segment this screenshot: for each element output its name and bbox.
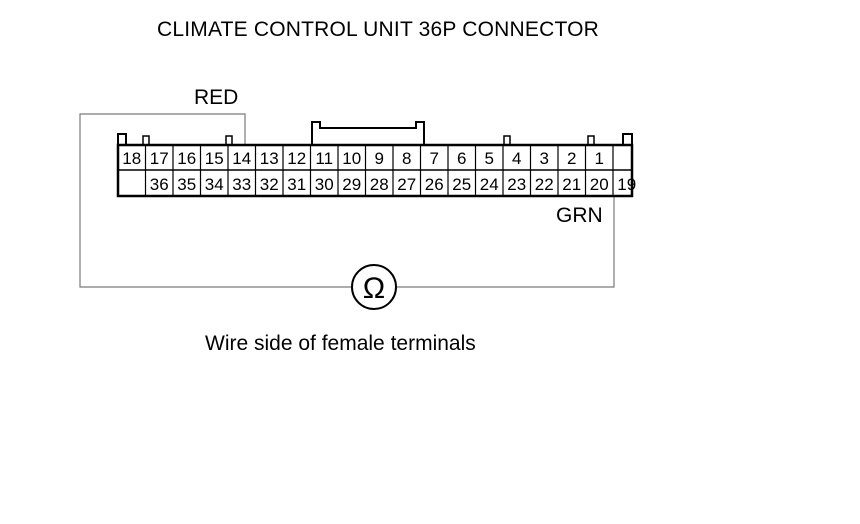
- red-probe-wire: [79, 113, 352, 288]
- terminal-22: 22: [535, 175, 554, 194]
- terminal-30: 30: [315, 175, 334, 194]
- connector-right-post: [622, 133, 633, 145]
- ohmmeter-icon: Ω: [351, 264, 397, 310]
- diagram-title: CLIMATE CONTROL UNIT 36P CONNECTOR: [156, 18, 600, 41]
- connector-key: [142, 135, 150, 146]
- terminal-36: 36: [150, 175, 169, 194]
- terminal-25: 25: [452, 175, 471, 194]
- terminal-15: 15: [205, 149, 224, 168]
- connector-latch: [311, 121, 425, 145]
- terminal-9: 9: [375, 149, 384, 168]
- terminal-13: 13: [260, 149, 279, 168]
- terminal-31: 31: [287, 175, 306, 194]
- connector-key: [225, 135, 233, 146]
- caption: Wire side of female terminals: [205, 332, 476, 355]
- terminal-7: 7: [430, 149, 439, 168]
- terminal-1: 1: [595, 149, 604, 168]
- terminal-29: 29: [342, 175, 361, 194]
- ohm-symbol: Ω: [363, 272, 385, 305]
- terminal-20: 20: [590, 175, 609, 194]
- terminal-16: 16: [177, 149, 196, 168]
- terminal-35: 35: [177, 175, 196, 194]
- terminal-14: 14: [232, 149, 251, 168]
- terminal-11: 11: [315, 149, 333, 168]
- terminal-4: 4: [512, 149, 521, 168]
- terminal-17: 17: [150, 149, 169, 168]
- red-wire-label: RED: [194, 86, 239, 109]
- terminal-24: 24: [480, 175, 499, 194]
- terminal-6: 6: [457, 149, 466, 168]
- terminal-3: 3: [540, 149, 549, 168]
- terminal-12: 12: [287, 149, 306, 168]
- terminal-23: 23: [507, 175, 526, 194]
- grn-probe-wire: [396, 196, 615, 288]
- terminal-5: 5: [485, 149, 494, 168]
- connector-left-post: [117, 133, 127, 145]
- terminal-34: 34: [205, 175, 224, 194]
- grn-wire-label: GRN: [556, 204, 603, 227]
- terminal-33: 33: [232, 175, 251, 194]
- terminal-32: 32: [260, 175, 279, 194]
- terminal-8: 8: [402, 149, 411, 168]
- terminal-28: 28: [370, 175, 389, 194]
- connector-key: [587, 135, 595, 146]
- terminal-21: 21: [562, 175, 581, 194]
- terminal-27: 27: [397, 175, 416, 194]
- terminal-18: 18: [122, 149, 141, 168]
- terminal-2: 2: [567, 149, 576, 168]
- terminal-26: 26: [425, 175, 444, 194]
- terminal-19: 19: [617, 175, 636, 194]
- connector-key: [503, 135, 511, 146]
- terminal-10: 10: [342, 149, 361, 168]
